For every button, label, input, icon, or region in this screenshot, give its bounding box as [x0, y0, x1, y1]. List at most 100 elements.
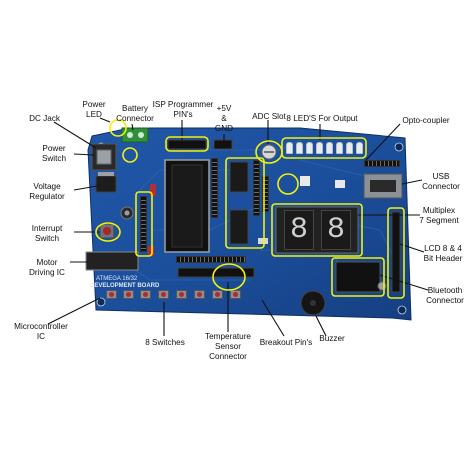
output-led-3	[306, 142, 313, 154]
callout-line-battery	[131, 123, 134, 131]
label-interrupt-switch: Interrupt Switch	[22, 224, 72, 244]
switch-7[interactable]	[212, 290, 223, 299]
label-leds-output: 8 LED'S For Output	[284, 114, 360, 124]
callout-line-dc-jack	[53, 121, 97, 149]
label-text: LCD 8 & 4	[424, 244, 462, 253]
label-usb-connector: USB Connector	[416, 172, 466, 192]
bluetooth-box	[335, 261, 381, 293]
callout-line-breakout	[261, 299, 285, 337]
callout-line-opto	[365, 123, 401, 161]
highlight-lcd	[387, 207, 405, 299]
label-text: &	[221, 114, 227, 123]
callout-line-power-switch	[73, 153, 95, 156]
label-text: Connector	[209, 352, 247, 361]
mount-hole	[397, 305, 407, 315]
label-text: Microcontroller	[14, 322, 68, 331]
label-text: Connector	[426, 296, 464, 305]
label-text: Switch	[41, 154, 67, 163]
label-text: Opto-coupler	[402, 116, 450, 125]
label-text: Switch	[34, 234, 60, 243]
lower-header	[176, 256, 246, 263]
label-text: Power	[42, 144, 66, 153]
highlight-opto	[277, 173, 299, 195]
adc-header	[262, 176, 269, 212]
label-adc-slot: ADC Slot	[244, 112, 294, 122]
output-led-7	[346, 142, 353, 154]
label-text: PIN's	[173, 110, 193, 119]
small-ic	[229, 161, 249, 193]
label-text: Buzzer	[319, 334, 345, 343]
power-switch-knob	[96, 149, 112, 165]
label-text: IC	[36, 332, 46, 341]
label-text: LED	[86, 110, 102, 119]
label-text: Driving IC	[29, 268, 65, 277]
label-text: Regulator	[29, 192, 65, 201]
label-text: ADC Slot	[252, 112, 286, 121]
label-text: Bluetooth	[427, 286, 463, 295]
mount-hole	[394, 142, 404, 152]
highlight-multiplex	[271, 203, 363, 257]
switch-2[interactable]	[123, 290, 134, 299]
highlight-leds	[281, 137, 367, 159]
label-dc-jack: DC Jack	[10, 114, 60, 124]
board-silkscreen-title: ATMEGA 16/32	[96, 276, 138, 282]
label-text: 8 Switches	[145, 338, 185, 347]
callout-line-micro	[47, 297, 101, 325]
label-text: ISP Programmer	[152, 100, 214, 109]
label-text: USB	[432, 172, 450, 181]
highlight-temp-sensor	[212, 263, 246, 291]
callout-line-regulator	[73, 185, 98, 191]
label-power-switch: Power Switch	[32, 144, 76, 164]
highlight-mid-header	[225, 157, 265, 249]
highlight-battery	[122, 147, 138, 163]
breakout-header-bottom	[177, 267, 255, 278]
label-text: Connector	[422, 182, 460, 191]
small-ic	[229, 209, 249, 245]
label-text: Sensor	[215, 342, 241, 351]
label-isp-pins: ISP Programmer PIN's	[148, 100, 218, 120]
mount-hole	[96, 297, 106, 307]
callout-line-usb	[401, 179, 423, 185]
label-text: Temperature	[205, 332, 251, 341]
seven-seg-digit-2: 8	[321, 210, 351, 250]
seven-seg-digit-1: 8	[284, 210, 314, 250]
label-8-switches: 8 Switches	[138, 338, 192, 348]
label-microcontroller-ic: Microcontroller IC	[8, 322, 74, 342]
label-text: 8 LED'S For Output	[286, 114, 358, 123]
ic-side-header	[211, 158, 218, 218]
label-text: Connector	[116, 114, 154, 123]
switch-1[interactable]	[106, 290, 117, 299]
label-text: Multiplex	[422, 206, 456, 215]
label-text: 7 Segment	[419, 216, 459, 225]
mid-port-header	[253, 160, 260, 216]
label-text: Voltage	[33, 182, 61, 191]
highlight-bluetooth	[331, 257, 385, 297]
output-led-8	[356, 142, 363, 154]
microcontroller-chip	[171, 164, 203, 248]
highlight-power-led	[109, 119, 127, 137]
switch-3[interactable]	[140, 290, 151, 299]
highlight-isp	[165, 136, 209, 152]
label-text: Motor	[36, 258, 58, 267]
label-power-led: Power LED	[76, 100, 112, 120]
callout-line-buzzer	[315, 315, 327, 337]
label-battery-connector: Battery Connector	[110, 104, 160, 124]
board-silkscreen-subtitle: DEVELOPMENT BOARD	[90, 283, 160, 289]
output-led-5	[326, 142, 333, 154]
motor-driver-ic	[85, 251, 139, 271]
label-opto-coupler: Opto-coupler	[392, 116, 460, 126]
label-vcc-gnd: +5V & GND	[208, 104, 240, 134]
switch-8[interactable]	[230, 290, 241, 299]
highlight-left-header	[135, 191, 153, 257]
label-temperature-sensor: Temperature Sensor Connector	[198, 332, 258, 362]
switch-5[interactable]	[176, 290, 187, 299]
label-lcd-header: LCD 8 & 4 Bit Header	[418, 244, 468, 264]
label-text: Battery	[122, 104, 148, 113]
switch-4[interactable]	[158, 290, 169, 299]
label-text: Bit Header	[423, 254, 463, 263]
isp-header	[167, 139, 207, 150]
switch-6[interactable]	[194, 290, 205, 299]
